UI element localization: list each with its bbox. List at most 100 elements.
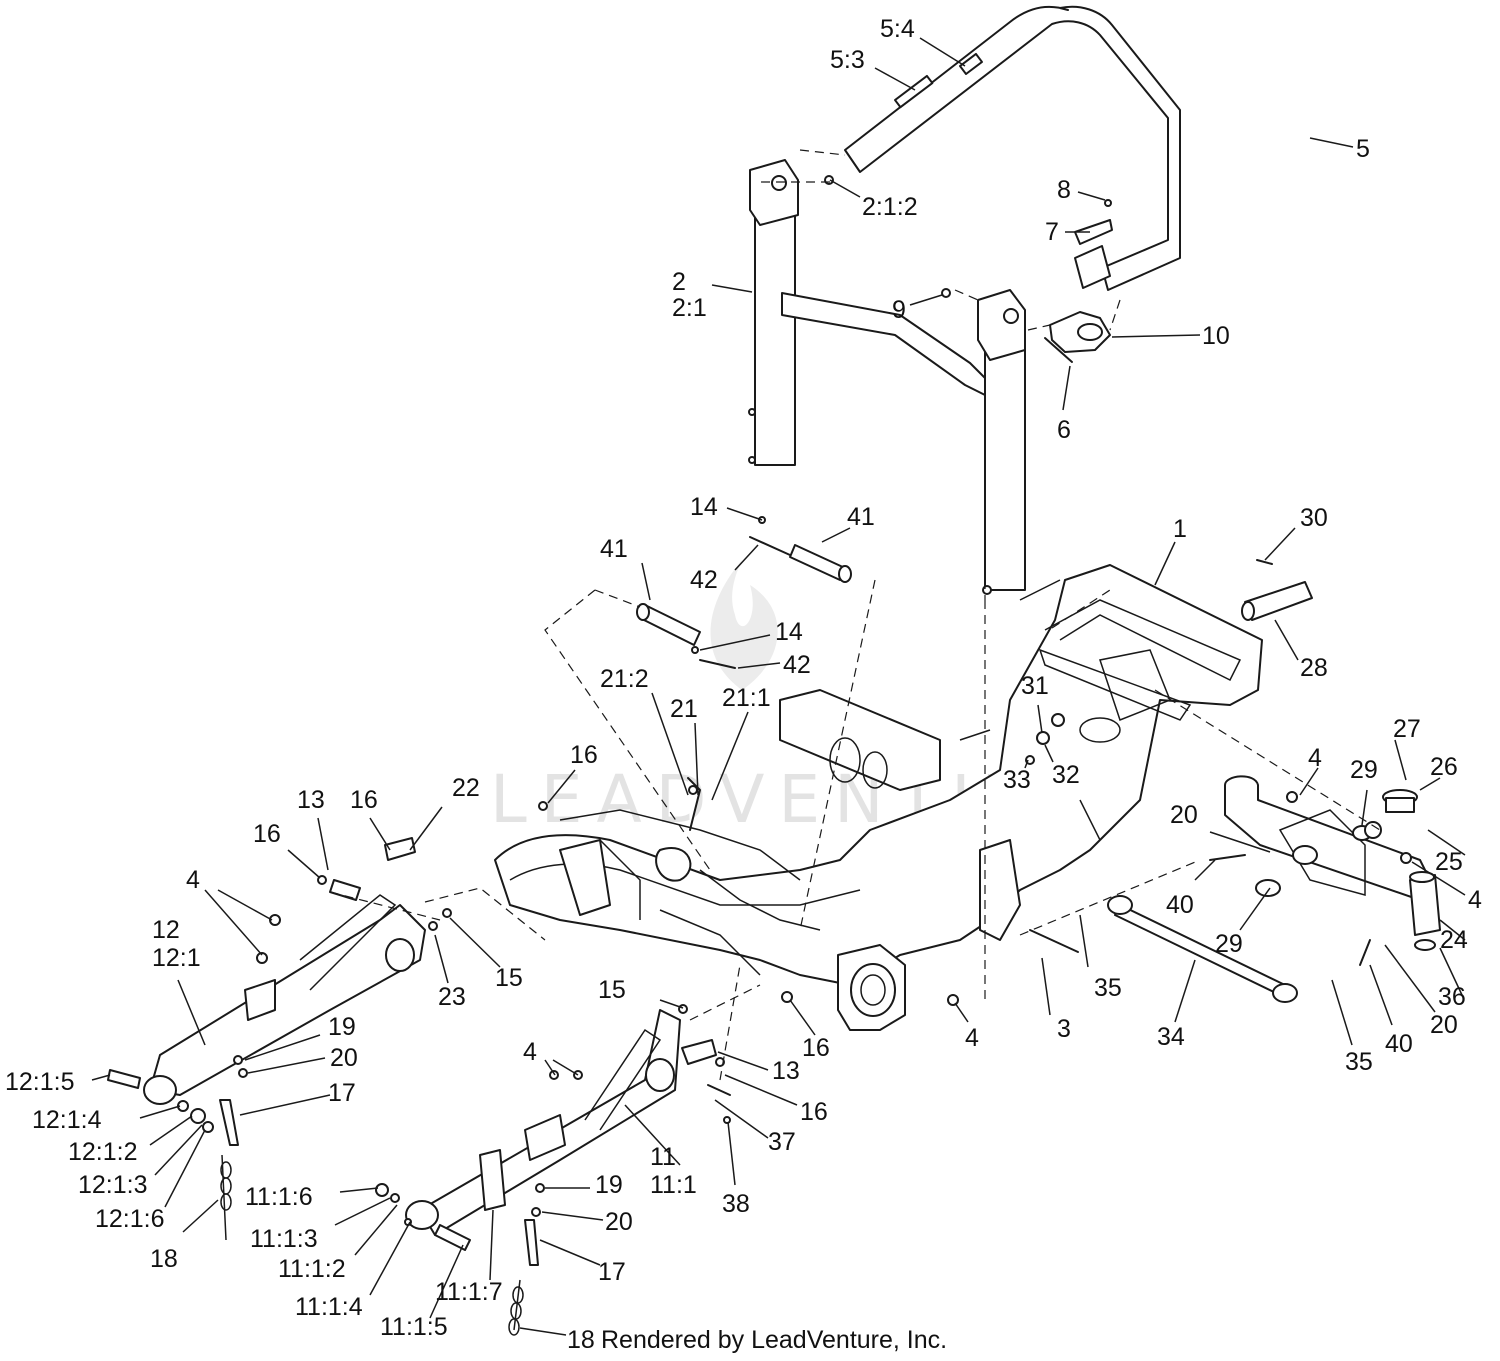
roll-bar-latch [1049, 311, 1111, 353]
callout-29-b: 29 [1215, 930, 1243, 958]
callout-11-1-5: 11:1:5 [380, 1313, 448, 1341]
callout-35-a: 35 [1094, 974, 1122, 1002]
callout-37: 37 [768, 1128, 796, 1156]
callout-11-1-6: 11:1:6 [245, 1183, 313, 1211]
lift-arm-left-hardware [256, 837, 452, 964]
callout-25: 25 [1435, 848, 1463, 876]
callout-16-e: 16 [800, 1098, 828, 1126]
callout-38: 38 [722, 1190, 750, 1218]
callout-1: 1 [1173, 515, 1187, 543]
callout-16-c: 16 [253, 820, 281, 848]
callout-16-b: 16 [350, 786, 378, 814]
callout-17-a: 17 [328, 1079, 356, 1107]
callout-31: 31 [1021, 672, 1049, 700]
small-hardware [538, 713, 1382, 1006]
callout-22: 22 [452, 774, 480, 802]
axle-bolts [1029, 854, 1371, 966]
callout-10: 10 [1202, 322, 1230, 350]
callout-20-b: 20 [1430, 1011, 1458, 1039]
callout-12-1-4: 12:1:4 [32, 1106, 102, 1134]
callout-4-e: 4 [523, 1038, 537, 1066]
callout-32: 32 [1052, 761, 1080, 789]
callout-12-1-5: 12:1:5 [5, 1068, 75, 1096]
callout-27: 27 [1393, 715, 1421, 743]
assembly-lines [329, 149, 1381, 1081]
callout-20-d: 20 [605, 1208, 633, 1236]
callout-11-1: 11:1 [650, 1171, 697, 1199]
callout-9: 9 [892, 296, 906, 324]
chain-right [508, 1286, 524, 1336]
callout-14-a: 14 [690, 493, 718, 521]
callout-13-a: 13 [297, 786, 325, 814]
callout-16-d: 16 [802, 1034, 830, 1062]
footer-credit: Rendered by LeadVenture, Inc. [601, 1326, 947, 1354]
main-frame [494, 564, 1263, 986]
callout-41-a: 41 [847, 503, 875, 531]
callout-21-1: 21:1 [722, 684, 771, 712]
callout-4-c: 4 [186, 866, 200, 894]
callout-30: 30 [1300, 504, 1328, 532]
callout-2-1-2: 2:1:2 [862, 193, 918, 221]
callout-28: 28 [1300, 654, 1328, 682]
leader-lines [91, 37, 1466, 1336]
callout-4-d: 4 [965, 1024, 979, 1052]
callout-6: 6 [1057, 416, 1071, 444]
callout-2: 2 [672, 268, 686, 296]
rops-upright-left [748, 159, 799, 466]
callout-4-b: 4 [1468, 886, 1482, 914]
callout-36: 36 [1438, 983, 1466, 1011]
callout-11-1-7: 11:1:7 [435, 1278, 503, 1306]
callout-13-b: 13 [772, 1057, 800, 1085]
chain-left [220, 1161, 232, 1211]
pivot-pin-upper [749, 516, 852, 583]
pivot-pin-lower [636, 603, 736, 669]
axle-pin-rear [1241, 559, 1313, 621]
callout-18-b: 18 [567, 1326, 595, 1354]
rops-upright-right [977, 289, 1026, 595]
lift-arm-right [375, 1009, 681, 1331]
callout-11-1-4: 11:1:4 [295, 1293, 363, 1321]
callout-15-a: 15 [495, 964, 523, 992]
callout-26: 26 [1430, 753, 1458, 781]
callout-15-b: 15 [598, 976, 626, 1004]
callout-16-a: 16 [570, 741, 598, 769]
callout-24: 24 [1440, 926, 1468, 954]
callout-41-b: 41 [600, 535, 628, 563]
lift-arm-right-hardware [678, 1004, 731, 1124]
callout-3: 3 [1057, 1015, 1071, 1043]
callout-20-c: 20 [330, 1044, 358, 1072]
callout-42-a: 42 [690, 566, 718, 594]
callout-20-a: 20 [1170, 801, 1198, 829]
roll-bar-clip [1074, 199, 1113, 245]
callout-2-1: 2:1 [672, 294, 707, 322]
callout-11-1-2: 11:1:2 [278, 1255, 346, 1283]
callout-21-2: 21:2 [600, 665, 649, 693]
callout-4-a: 4 [1308, 744, 1322, 772]
callout-12-1-6: 12:1:6 [95, 1205, 165, 1233]
lift-arm-left [107, 894, 426, 1241]
callout-labels: 5:4 5:3 5 2:1:2 8 7 2 2:1 9 10 6 14 41 4… [5, 15, 1482, 1354]
callout-19-a: 19 [328, 1013, 356, 1041]
callout-14-b: 14 [775, 618, 803, 646]
roll-bar-hoop [844, 5, 1181, 291]
front-axle-beam [1224, 775, 1441, 951]
callout-17-b: 17 [598, 1258, 626, 1286]
callout-35-b: 35 [1345, 1048, 1373, 1076]
callout-18-a: 18 [150, 1245, 178, 1273]
callout-29-a: 29 [1350, 756, 1378, 784]
rops-cross-tube [781, 292, 986, 396]
tie-rod [1107, 895, 1298, 1003]
callout-5-3: 5:3 [830, 46, 865, 74]
callout-5: 5 [1356, 135, 1370, 163]
callout-5-4: 5:4 [880, 15, 915, 43]
callout-11-1-3: 11:1:3 [250, 1225, 318, 1253]
callout-12-1-2: 12:1:2 [68, 1138, 138, 1166]
watermark-flame-icon [710, 560, 778, 690]
callout-34: 34 [1157, 1023, 1185, 1051]
callout-40-b: 40 [1385, 1030, 1413, 1058]
frame-mount-plate [837, 944, 906, 1031]
callout-19-b: 19 [595, 1171, 623, 1199]
callout-12: 12 [152, 916, 180, 944]
callout-40-a: 40 [1166, 891, 1194, 919]
